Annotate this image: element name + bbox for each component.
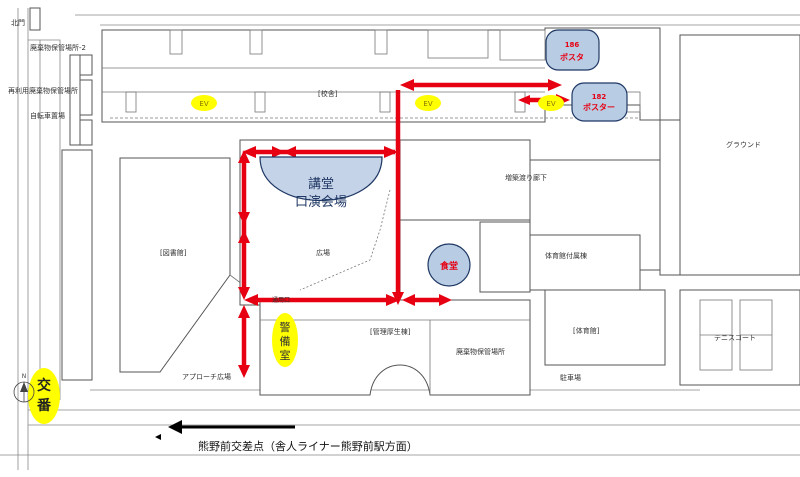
elevator-label: EV [423, 100, 432, 108]
poster-room-186[interactable]: 186 ポスタ [545, 29, 600, 71]
management-building [259, 299, 531, 396]
map-labels: 北門 廃棄物保管場所-2 再利用廃棄物保管場所 自転車置場 [校舎] [図書館]… [8, 19, 761, 382]
direction-text: 熊野前交差点（舎人ライナー熊野前駅方面） [198, 439, 418, 453]
police-char: 交 [37, 377, 51, 394]
ground-label: グラウンド [726, 140, 761, 149]
compass-label: N [22, 373, 27, 380]
compass: N [13, 373, 35, 403]
school-building-label: [校舎] [318, 89, 338, 98]
tennis-court-label: テニスコート [714, 334, 756, 342]
direction-indicator: 熊野前交差点（舎人ライナー熊野前駅方面） [155, 420, 418, 453]
recycle-storage-label: 再利用廃棄物保管場所 [8, 86, 78, 95]
elevator-label: EV [199, 100, 208, 108]
security-char: 備 [280, 335, 291, 348]
small-entrance-label: 通用口 [272, 296, 290, 304]
route-arrows [238, 79, 570, 378]
auditorium-venue[interactable]: 講堂 口演会場 [259, 156, 383, 210]
left-strip [29, 7, 93, 381]
auditorium-label-line1: 講堂 [308, 176, 334, 192]
police-box: 交 番 [28, 368, 60, 424]
library [119, 157, 251, 373]
waste-storage-label: 廃棄物保管場所 [456, 347, 505, 356]
poster182-number: 182 [592, 93, 607, 101]
library-label: [図書館] [160, 248, 187, 257]
gym-label: [体育館] [573, 326, 600, 335]
cafeteria-venue[interactable]: 食堂 [427, 243, 471, 287]
cafeteria-label: 食堂 [439, 260, 458, 272]
elevator-marker [191, 95, 217, 111]
right-area [529, 34, 800, 386]
north-gate-label: 北門 [11, 19, 25, 27]
roads [0, 8, 800, 470]
poster-room-182[interactable]: 182 ポスター [571, 82, 628, 122]
management-building-label: [管理厚生棟] [370, 327, 411, 336]
elevator-marker [415, 95, 441, 111]
police-char: 番 [36, 397, 52, 414]
plaza-label: 広場 [316, 248, 330, 257]
security-char: 警 [280, 320, 291, 334]
poster182-text: ポスター [583, 102, 615, 112]
security-char: 室 [280, 348, 291, 362]
gym-annex-label: 体育館付属棟 [545, 251, 587, 260]
auditorium-label-line2: 口演会場 [295, 194, 347, 210]
bicycle-parking-label: 自転車置場 [30, 111, 65, 120]
elevators: EV EV EV [191, 95, 564, 111]
approach-plaza-label: アプローチ広場 [182, 372, 231, 381]
elevator-label: EV [546, 100, 555, 108]
elevator-marker [538, 95, 564, 111]
security-office: 警 備 室 [272, 313, 298, 367]
parking-label: 駐車場 [560, 373, 581, 382]
poster186-number: 186 [565, 41, 580, 49]
extension-corridor-label: 増築渡り廊下 [505, 173, 547, 182]
waste-storage-2-label: 廃棄物保管場所-2 [30, 43, 86, 52]
left-arrow-icon [168, 420, 182, 434]
poster186-text: ポスタ [560, 52, 584, 62]
